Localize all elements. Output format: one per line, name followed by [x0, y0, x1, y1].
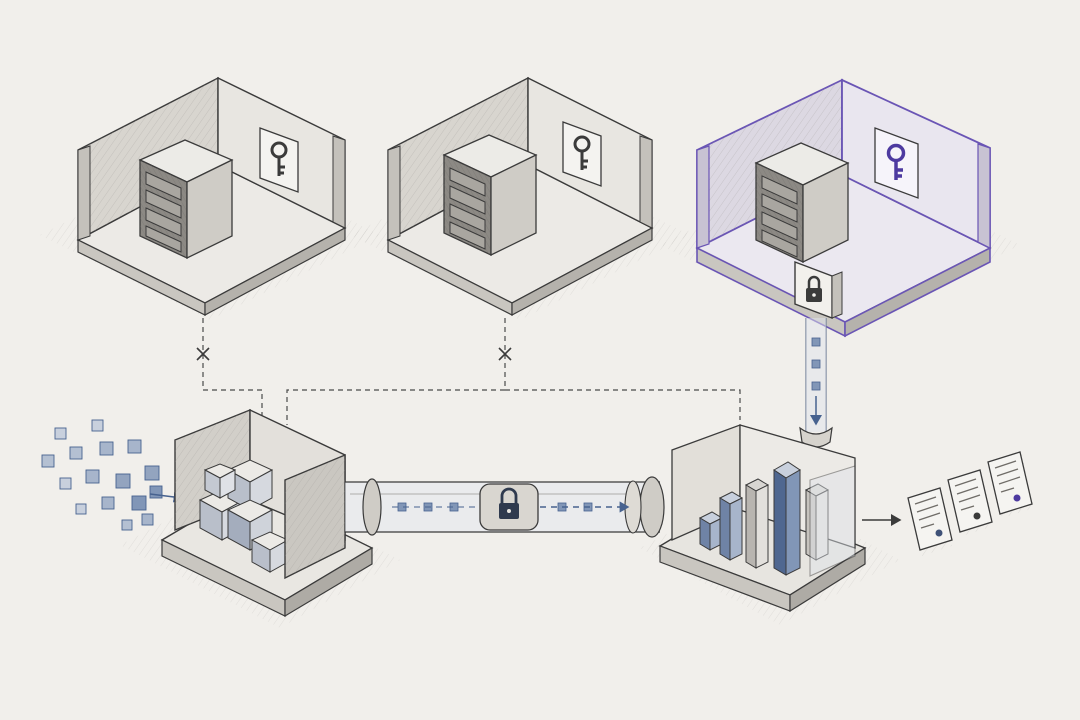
bar-chart-icon — [698, 461, 830, 576]
server-rack-icon — [442, 134, 538, 257]
vault-room-3 — [660, 78, 1020, 338]
incoming-data-cubes — [41, 419, 184, 531]
analytics-container — [640, 424, 900, 625]
cubes-icon — [198, 459, 290, 573]
server-rack-icon — [754, 142, 850, 264]
blocked-connections — [202, 318, 741, 425]
vault-room-1 — [40, 76, 380, 320]
encrypted-flow-pipe — [799, 318, 833, 448]
gate-lock-icon — [794, 260, 843, 320]
ingest-container — [120, 408, 400, 628]
output-documents — [907, 451, 1034, 556]
key-icon — [562, 121, 602, 187]
padlock-icon — [479, 483, 539, 531]
key-icon — [874, 127, 919, 199]
cross-icon — [196, 347, 210, 361]
server-rack-icon — [138, 139, 234, 260]
document-icon — [987, 451, 1034, 518]
cross-icon — [498, 347, 512, 361]
document-icon — [907, 487, 953, 556]
key-icon — [259, 127, 299, 193]
vault-room-2 — [350, 76, 690, 320]
encrypted-pipe — [345, 476, 665, 538]
document-icon — [947, 469, 994, 536]
